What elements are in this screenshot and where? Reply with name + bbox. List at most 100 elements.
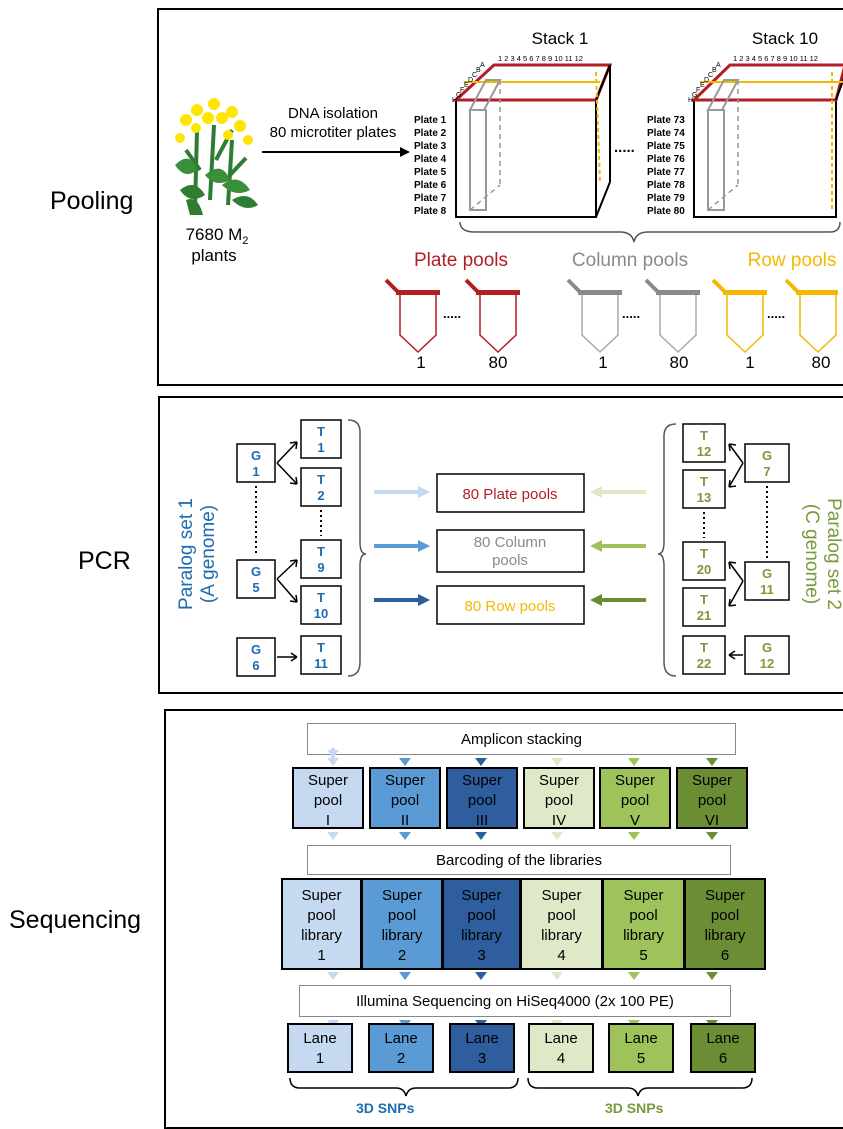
svg-text:T: T	[317, 424, 325, 439]
column-pools-label: Column pools	[572, 250, 688, 271]
svg-text:1: 1	[252, 464, 259, 479]
svg-text:T: T	[700, 592, 708, 607]
svg-text:T: T	[317, 544, 325, 559]
svg-text:80 Row pools: 80 Row pools	[465, 598, 556, 615]
plate-pool-first: 1	[416, 353, 425, 372]
illumina-bar: Illumina Sequencing on HiSeq4000 (2x 100…	[299, 985, 731, 1017]
paralog-set2-label: Paralog set 2	[823, 498, 843, 610]
svg-text:2: 2	[317, 488, 324, 503]
svg-text:T: T	[317, 640, 325, 655]
svg-text:C: C	[472, 72, 477, 79]
column-pool-last: 80	[670, 353, 689, 372]
right-bracket	[657, 423, 677, 677]
stack10-column-numbers: 1 2 3 4 5 6 7 8 9 10 11 12	[733, 54, 818, 63]
svg-text:B: B	[712, 67, 717, 74]
svg-text:A: A	[480, 62, 485, 69]
svg-text:5: 5	[252, 580, 259, 595]
svg-text:12: 12	[697, 444, 711, 459]
plate-pool-last: 80	[489, 353, 508, 372]
svg-text:T: T	[317, 590, 325, 605]
svg-text:.....: .....	[622, 306, 640, 321]
svg-text:G: G	[251, 642, 261, 657]
column-pool-tubes: .....	[566, 278, 700, 354]
stack1-column-numbers: 1 2 3 4 5 6 7 8 9 10 11 12	[498, 54, 583, 63]
svg-text:6: 6	[252, 658, 259, 673]
svg-text:7: 7	[763, 464, 770, 479]
barcoding-bar: Barcoding of the libraries	[307, 845, 731, 875]
svg-text:Plate 80: Plate 80	[647, 206, 685, 217]
svg-text:Plate 73: Plate 73	[647, 115, 685, 126]
svg-text:F: F	[696, 87, 700, 94]
row-pool-first: 1	[745, 353, 754, 372]
svg-text:H: H	[452, 97, 457, 104]
left-gene-boxes: G1 G5 G6	[236, 443, 276, 677]
svg-text:B: B	[476, 67, 481, 74]
svg-text:T: T	[700, 474, 708, 489]
plant-icon	[175, 98, 258, 215]
svg-text:13: 13	[697, 490, 711, 505]
plant-count-label: 7680 M2	[186, 225, 249, 247]
svg-text:Plate 77: Plate 77	[647, 167, 685, 178]
dna-isolation-label: DNA isolation	[288, 105, 378, 122]
svg-text:A: A	[716, 62, 721, 69]
svg-text:11: 11	[760, 582, 774, 597]
svg-text:Plate 3: Plate 3	[414, 141, 447, 152]
svg-text:Plate 76: Plate 76	[647, 154, 685, 165]
pooling-diagram: 7680 M2 plants DNA isolation 80 microtit…	[175, 29, 843, 372]
svg-text:Plate 6: Plate 6	[414, 180, 447, 191]
stacks-ellipsis: .....	[614, 139, 635, 156]
pcr-diagram: Paralog set 1 (A genome) Paralog set 2 (…	[176, 419, 843, 677]
row-pool-last: 80	[812, 353, 831, 372]
stack10-cube	[690, 63, 843, 218]
left-pcr-arrows	[374, 486, 430, 606]
svg-text:Plate 8: Plate 8	[414, 206, 447, 217]
stack1-cube	[452, 63, 613, 218]
svg-text:G: G	[456, 92, 461, 99]
plants-word-label: plants	[191, 246, 236, 265]
svg-text:G: G	[762, 448, 772, 463]
svg-text:T: T	[700, 640, 708, 655]
stack1-plate-labels: Plate 1 Plate 2 Plate 3 Plate 4 Plate 5 …	[414, 115, 447, 217]
svg-text:D: D	[468, 77, 473, 84]
svg-text:T: T	[700, 428, 708, 443]
plate-pools-label: Plate pools	[414, 250, 508, 271]
svg-text:10: 10	[314, 606, 328, 621]
svg-text:20: 20	[697, 562, 711, 577]
svg-text:22: 22	[697, 656, 711, 671]
svg-text:Plate 79: Plate 79	[647, 193, 685, 204]
svg-text:Plate 5: Plate 5	[414, 167, 447, 178]
right-gene-boxes: G7 G11 G12	[744, 443, 790, 675]
svg-text:T: T	[700, 546, 708, 561]
plate-pool-tubes: .....	[384, 278, 520, 354]
svg-text:E: E	[464, 82, 469, 89]
stack10-title: Stack 10	[752, 29, 818, 48]
snp-label-right: 3D SNPs	[605, 1100, 664, 1116]
svg-text:D: D	[704, 77, 709, 84]
column-pool-first: 1	[598, 353, 607, 372]
left-target-boxes: T1 T2 T9 T10 T11	[300, 419, 342, 675]
svg-text:Plate 75: Plate 75	[647, 141, 685, 152]
row-pools-label: Row pools	[748, 250, 837, 271]
svg-text:F: F	[460, 87, 464, 94]
left-bracket	[347, 419, 367, 677]
svg-text:G: G	[692, 92, 697, 99]
section-label-pcr: PCR	[78, 547, 131, 575]
svg-text:C: C	[708, 72, 713, 79]
stack1-row-letters: H G F E D C B A	[452, 62, 485, 104]
right-pcr-arrows	[590, 486, 646, 606]
paralog-set1-label: Paralog set 1	[176, 498, 197, 610]
stack10-plate-labels: Plate 73 Plate 74 Plate 75 Plate 76 Plat…	[647, 115, 685, 217]
svg-text:G: G	[762, 566, 772, 581]
row-pool-tubes: .....	[711, 278, 838, 354]
